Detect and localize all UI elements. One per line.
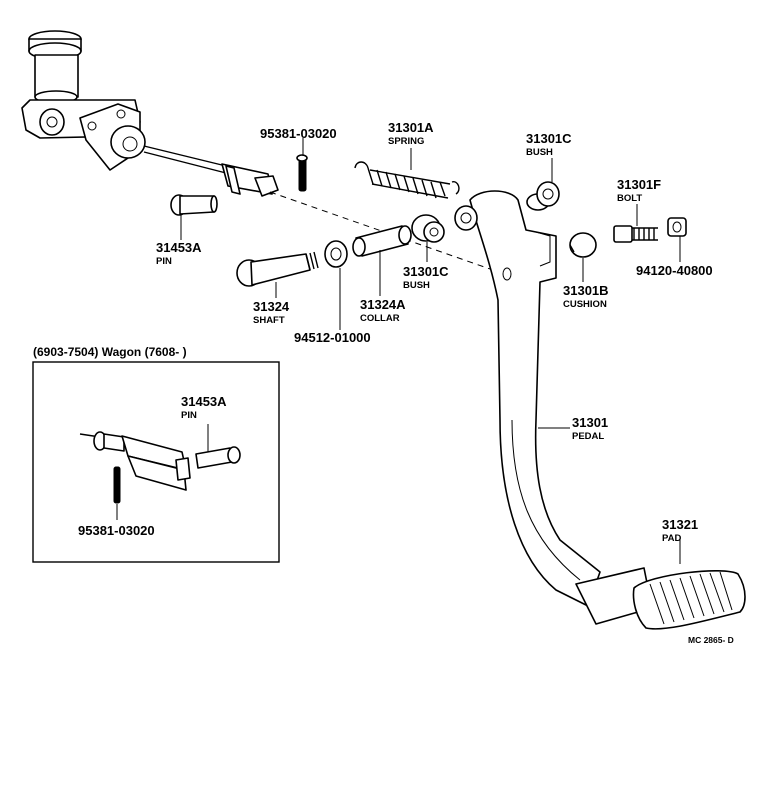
part-label-31321: 31321 PAD: [662, 517, 698, 544]
svg-text:COLLAR: COLLAR: [360, 313, 400, 324]
inset-title: (6903-7504) Wagon (7608- ): [33, 345, 187, 359]
inset-label-95381: 95381-03020: [78, 523, 155, 538]
svg-text:PEDAL: PEDAL: [572, 431, 604, 442]
part-label-31324A: 31324A COLLAR: [360, 297, 406, 324]
diagram-code: MC 2865- D: [688, 635, 734, 645]
collar-31324A-illustration: [352, 225, 412, 257]
bush-31301C-top-illustration: [526, 181, 560, 211]
svg-text:31301C: 31301C: [403, 264, 449, 279]
part-label-31301C-mid: 31301C BUSH: [403, 264, 449, 291]
svg-text:31301A: 31301A: [388, 120, 434, 135]
inset-label-31453A: 31453A PIN: [181, 394, 227, 421]
svg-text:95381-03020: 95381-03020: [260, 126, 337, 141]
svg-text:94120-40800: 94120-40800: [636, 263, 713, 278]
part-label-31453A-main: 31453A PIN: [156, 240, 202, 267]
inset-pin-illustration: [195, 424, 241, 469]
svg-text:31301: 31301: [572, 415, 608, 430]
part-label-31324: 31324 SHAFT: [253, 299, 290, 326]
svg-text:PIN: PIN: [156, 256, 172, 267]
svg-text:31301C: 31301C: [526, 131, 572, 146]
bolt-31301F-illustration: [613, 225, 658, 243]
nut-94120-illustration: [667, 217, 687, 237]
svg-text:31453A: 31453A: [181, 394, 227, 409]
part-label-31301F: 31301F BOLT: [617, 177, 661, 204]
pedal-31301-illustration: [454, 190, 653, 625]
shaft-31324-illustration: [236, 251, 319, 287]
inset-clevis-illustration: [79, 431, 191, 491]
part-label-95381-top: 95381-03020: [260, 126, 337, 141]
part-label-31301B: 31301B CUSHION: [563, 283, 609, 310]
part-label-31301: 31301 PEDAL: [572, 415, 608, 442]
inset-box: (6903-7504) Wagon (7608- ) 31453A PIN 95…: [32, 345, 280, 563]
svg-text:SHAFT: SHAFT: [253, 315, 285, 326]
svg-text:SPRING: SPRING: [388, 136, 424, 147]
svg-text:94512-01000: 94512-01000: [294, 330, 371, 345]
part-label-94512: 94512-01000: [294, 330, 371, 345]
part-label-94120: 94120-40800: [636, 263, 713, 278]
part-label-31301C-top: 31301C BUSH: [526, 131, 572, 158]
inset-bolt-illustration: [113, 466, 121, 520]
spring-31301A-illustration: [354, 161, 460, 199]
svg-text:BUSH: BUSH: [526, 147, 553, 158]
svg-text:31324: 31324: [253, 299, 290, 314]
pin-31453A-illustration: [170, 194, 218, 216]
svg-text:31453A: 31453A: [156, 240, 202, 255]
washer-94512-illustration: [324, 240, 348, 268]
svg-text:95381-03020: 95381-03020: [78, 523, 155, 538]
svg-text:BOLT: BOLT: [617, 193, 642, 204]
svg-text:CUSHION: CUSHION: [563, 299, 607, 310]
cushion-31301B-illustration: [569, 232, 597, 258]
leader-lines: [180, 138, 681, 564]
svg-text:PIN: PIN: [181, 410, 197, 421]
svg-text:31321: 31321: [662, 517, 698, 532]
bush-31301C-mid-illustration: [411, 214, 445, 243]
svg-text:31301B: 31301B: [563, 283, 609, 298]
svg-text:PAD: PAD: [662, 533, 681, 544]
part-label-31301A: 31301A SPRING: [388, 120, 434, 147]
pad-31321-illustration: [632, 570, 746, 630]
alignment-line: [269, 191, 511, 277]
svg-text:31324A: 31324A: [360, 297, 406, 312]
master-cylinder-illustration: [21, 30, 279, 197]
svg-text:BUSH: BUSH: [403, 280, 430, 291]
bolt-95381-illustration: [296, 154, 308, 192]
svg-text:31301F: 31301F: [617, 177, 661, 192]
